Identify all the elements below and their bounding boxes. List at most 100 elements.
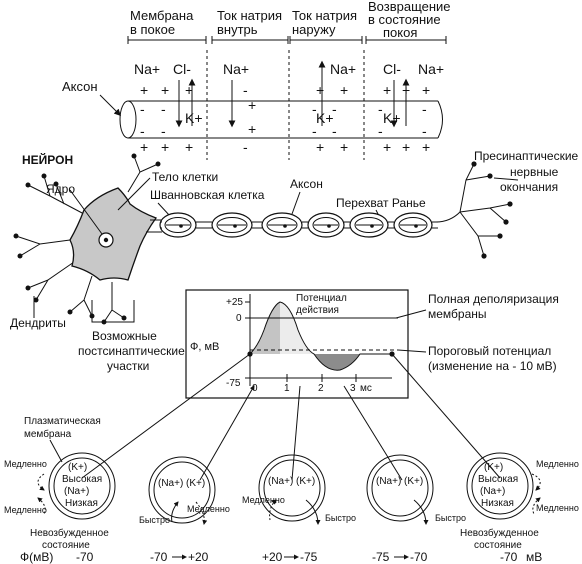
fast-label: Быстро [139, 515, 170, 525]
postsyn-bracket [91, 300, 135, 323]
ap-curve [249, 301, 392, 371]
presyn-line-2: нервные [510, 165, 559, 179]
axon-mid-label: Аксон [290, 177, 323, 191]
fast-label: Быстро [325, 513, 356, 523]
presyn-line-3: окончания [500, 180, 558, 194]
stage-headers: Мембрана в покое Ток натрия внутрь Ток н… [127, 0, 451, 44]
charge-sign: - [312, 101, 317, 117]
charge-sign: - [378, 101, 383, 117]
value-2a: -70 [150, 550, 168, 564]
charge-sign: - [422, 123, 427, 139]
myelin-layer [216, 217, 248, 233]
charge-sign: + [161, 82, 169, 98]
cell-states: Плазматическая мембрана (K+) Высокая (Na… [4, 416, 579, 551]
slow-out-label: Медленно [4, 459, 47, 469]
neuron-label: НЕЙРОН [22, 152, 73, 167]
fast-label: Быстро [435, 513, 466, 523]
y-tick-25: +25 [226, 297, 243, 308]
charge-sign: + [316, 82, 324, 98]
dendrites-label: Дендриты [10, 316, 66, 330]
charge-sign: - [140, 101, 145, 117]
charge-sign: - [243, 82, 248, 98]
presyn-line-1: Пресинаптические [474, 149, 579, 163]
k-ion-label: (K+) [484, 462, 503, 473]
membrane-charges: +++-+++++--+------+----+++-+++++ [140, 82, 430, 155]
cell-state-hyperpol: (Na+) (K+) Быстро [366, 454, 466, 525]
charge-sign: - [161, 101, 166, 117]
cell-state-rest-right: (K+) Высокая (Na+) Низкая Медленно Медле… [460, 452, 579, 551]
myelin-layer [164, 217, 192, 233]
x-tick-2: 2 [318, 383, 324, 394]
na-ion: Na+ [418, 61, 444, 77]
charge-sign: + [383, 139, 391, 155]
phi-label: Ф(мВ) [20, 550, 53, 564]
ion-arrows [175, 60, 410, 128]
rest-caption-2: состояние [474, 540, 522, 551]
charge-sign: - [140, 123, 145, 139]
stage-2-line-2: внутрь [217, 22, 258, 37]
charge-sign: + [316, 139, 324, 155]
y-tick-0: 0 [236, 313, 242, 324]
charge-sign: + [161, 139, 169, 155]
charge-sign: + [185, 82, 193, 98]
na-ion: Na+ [134, 61, 160, 77]
plasma-label-1: Плазматическая [24, 416, 101, 427]
threshold-1: Пороговый потенциал [428, 344, 551, 358]
charge-sign: - [332, 101, 337, 117]
myelin-layer [354, 217, 384, 233]
value-3a: +20 [262, 550, 283, 564]
cl-ion: Cl- [173, 61, 191, 77]
charge-sign: - [378, 123, 383, 139]
graph-connectors [81, 353, 501, 481]
schwann-nucleus [327, 224, 331, 228]
value-4b: -70 [410, 550, 428, 564]
schwann-nucleus [414, 224, 418, 228]
charge-sign: + [422, 139, 430, 155]
graph-title-1: Потенциал [296, 293, 347, 304]
k-ion: K+ [185, 110, 203, 126]
value-rest-left: -70 [76, 550, 94, 564]
charge-sign: + [340, 82, 348, 98]
plasma-label-2: мембрана [24, 428, 72, 440]
stage-4-line-3: покоя [383, 25, 417, 40]
potential-values: Ф(мВ) -70 -70 +20 +20 -75 -75 -70 -70 мВ [20, 550, 542, 564]
charge-sign: + [340, 139, 348, 155]
schwann-nucleus [283, 224, 287, 228]
slow-label: Медленно [242, 495, 285, 505]
cl-ion: Cl- [383, 61, 401, 77]
myelin-layer [398, 217, 428, 233]
high-label: Высокая [478, 474, 518, 485]
cell-body [69, 187, 158, 281]
cell-state-rest-left: (K+) Высокая (Na+) Низкая Медленно Медле… [4, 452, 116, 551]
charge-sign: - [422, 101, 427, 117]
ranvier-label: Перехват Ранье [336, 196, 426, 210]
k-ion: K+ [316, 110, 334, 126]
postsyn-line-1: Возможные [92, 329, 157, 343]
rest-caption-2: состояние [42, 540, 90, 551]
charge-sign: + [140, 82, 148, 98]
charge-sign: - [161, 123, 166, 139]
stage-3-line-2: наружу [292, 22, 336, 37]
na-ion: Na+ [330, 61, 356, 77]
neuron: НЕЙРОН Ядро Тело клетки Дендриты Возможн… [10, 152, 218, 373]
postsyn-line-3: участки [107, 359, 149, 373]
schwann-label: Шванновская клетка [150, 188, 265, 202]
na-ion-label: (Na+) [480, 486, 505, 497]
k-ion: K+ [383, 110, 401, 126]
x-tick-3: 3 [350, 383, 356, 394]
schwann-nucleus [370, 224, 374, 228]
slow-in-label: Медленно [4, 505, 47, 515]
stage-4-line-2: в состояние [368, 12, 441, 27]
stage-4-line-1: Возвращение [368, 0, 451, 14]
threshold-2: (изменение на - 10 мВ) [428, 359, 557, 373]
nucleus-label: Ядро [46, 182, 75, 196]
ions-label: (Na+) (K+) [268, 476, 315, 487]
ion-labels: Na+ Cl- Na+ Na+ Cl- Na+ K+ K+ K+ [134, 61, 444, 126]
myelin-layer [266, 217, 298, 233]
x-unit: мс [360, 383, 372, 394]
charge-sign: + [402, 139, 410, 155]
charge-sign: + [185, 139, 193, 155]
ions-label: (Na+) (K+) [376, 476, 423, 487]
rest-caption-1: Невозбужденное [460, 527, 539, 539]
x-tick-1: 1 [284, 383, 290, 394]
